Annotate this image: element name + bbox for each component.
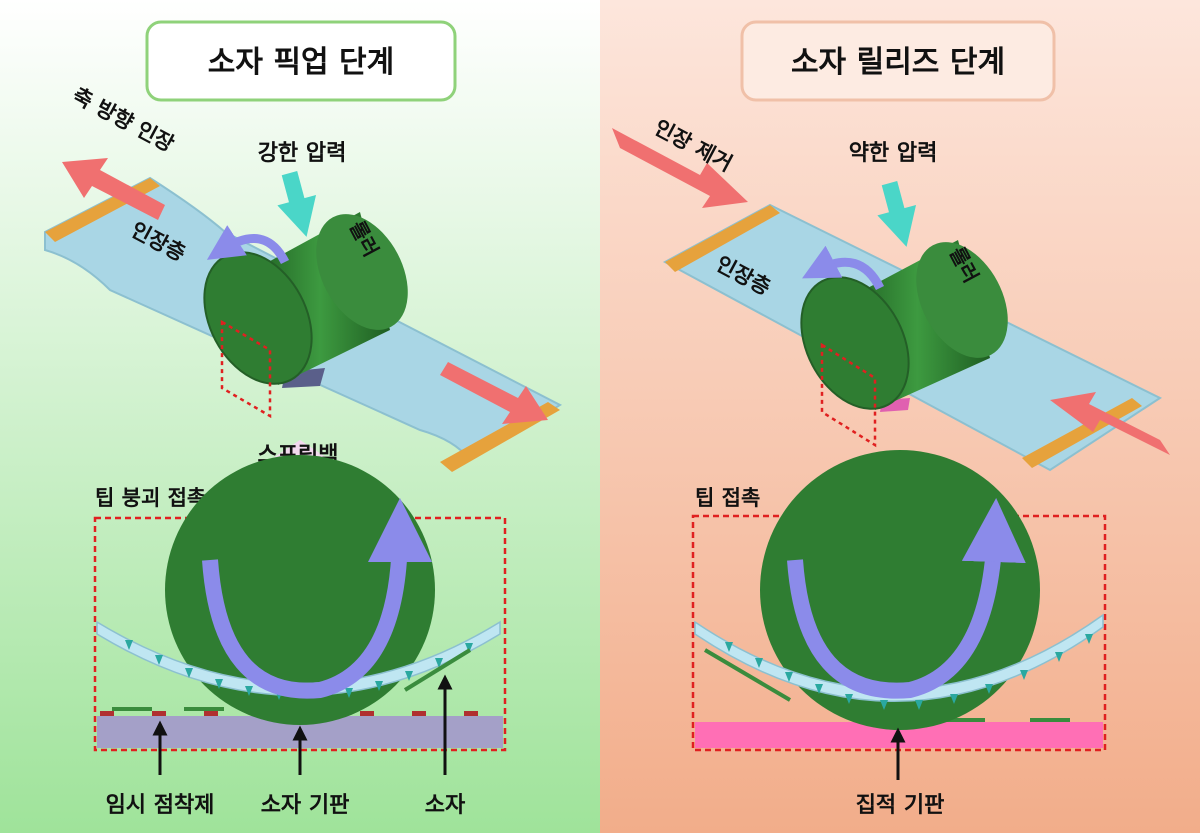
left-title: 소자 픽업 단계 [208,45,395,80]
section-outline-right [820,342,877,448]
film-tips-right [725,634,1093,710]
rotation-arrow-section-left [202,498,432,699]
left-title-box [145,20,457,102]
curved-film-left [96,620,501,697]
right-clamp-bottom [1022,398,1142,468]
right-clamp-top [665,205,780,272]
right-title-box [740,20,1056,102]
label-tip-collapse-contact: 팁 붕괴 접촉 [95,486,206,510]
label-temp-adhesive: 임시 점착제 [106,793,215,818]
devices-on-substrate-left [112,707,224,711]
rotation-arrow-right [802,245,885,291]
section-outline-left [220,319,272,419]
weak-pressure-arrow [877,181,917,247]
strong-pressure-arrow [277,171,317,237]
label-device-substrate: 소자 기판 [261,793,350,818]
axial-tension-arrow-right [440,362,548,424]
tension-removed-arrow-right [1050,392,1170,455]
curved-film-right [694,613,1104,702]
picked-device [403,648,472,692]
label-strong-pressure: 강한 압력 [258,141,347,166]
attached-device-right [703,648,792,702]
rotation-arrow-section-right [787,498,1026,699]
label-integration-substrate: 집적 기판 [856,793,945,818]
label-tip-contact: 팁 접촉 [695,486,760,510]
rotation-arrow-left [206,225,290,265]
label-weak-pressure: 약한 압력 [849,141,938,166]
roller-left [203,212,408,385]
label-device: 소자 [425,793,466,818]
tension-removed-arrow-left [612,128,748,208]
right-title: 소자 릴리즈 단계 [791,45,1005,80]
axial-tension-arrow-left [62,158,165,220]
left-panel: 소자 픽업 단계 축 방향 인장 강한 압력 롤러 인장층 스프링백 팁 붕 [0,0,600,833]
right-panel: 소자 릴리즈 단계 인장 제거 약한 압력 롤러 인장층 팁 접촉 [600,0,1200,833]
